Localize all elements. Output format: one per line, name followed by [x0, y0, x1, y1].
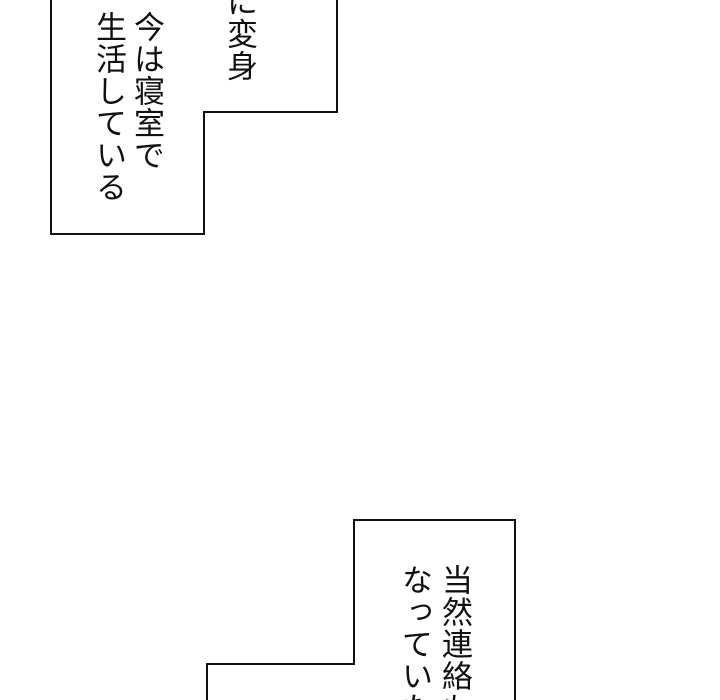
- caption-box-2-outline: [206, 519, 516, 700]
- caption-1-line-2: 今は寝室で: [128, 11, 164, 171]
- caption-box-2: 当然連絡も なっていた: [360, 522, 512, 700]
- caption-2-line-2: なっていた: [396, 564, 432, 700]
- caption-2-line-1: 当然連絡も: [436, 564, 472, 700]
- caption-box-1-outline: [50, 0, 338, 235]
- caption-1-line-1: に変身: [221, 0, 257, 82]
- caption-1-line-3: 生活している: [90, 11, 126, 203]
- caption-box-1: に変身 今は寝室で 生活している: [60, 0, 330, 230]
